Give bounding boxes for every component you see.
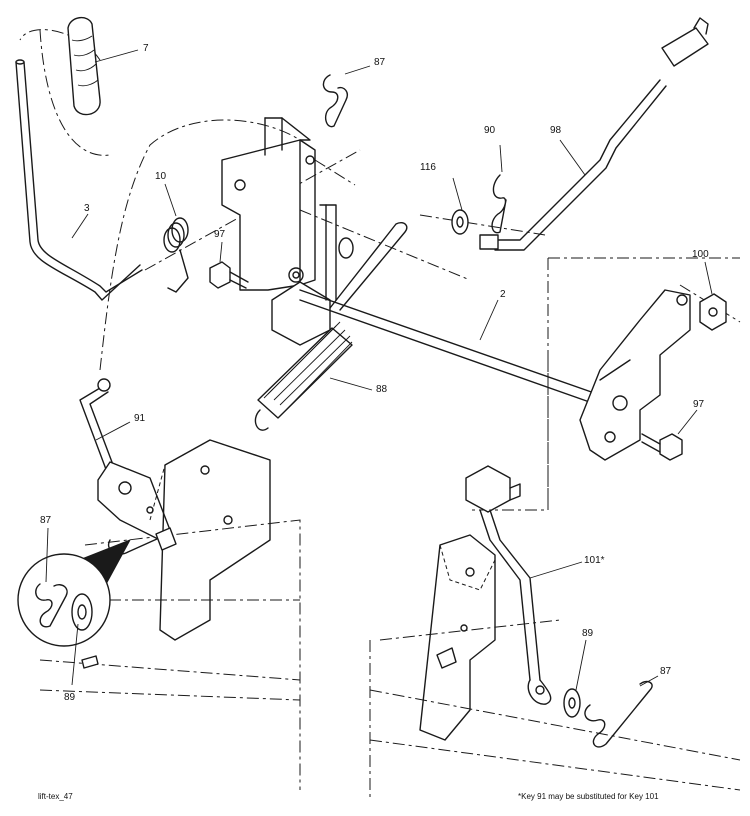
callout-10: 10 xyxy=(155,171,167,182)
callout-3: 3 xyxy=(84,203,90,214)
part-3-lift-lever xyxy=(15,59,143,301)
callout-116: 116 xyxy=(420,162,436,173)
callout-98: 98 xyxy=(550,125,562,136)
drawing-id: lift-tex_47 xyxy=(38,792,73,801)
callout-100: 100 xyxy=(692,249,709,260)
part-101-lift-link xyxy=(465,465,552,705)
part-100-hex-nut xyxy=(699,293,727,331)
substitution-note: *Key 91 may be substituted for Key 101 xyxy=(518,792,659,801)
callout-97-right: 97 xyxy=(693,399,705,410)
callout-89-right: 89 xyxy=(582,628,594,639)
part-90-hairpin-clip xyxy=(491,174,507,234)
part-87-hairpin-clip-right xyxy=(584,680,653,748)
leader-lines xyxy=(45,49,713,691)
callout-88: 88 xyxy=(376,384,388,395)
part-116-washer xyxy=(451,209,469,235)
main-pivot-bracket xyxy=(221,117,354,346)
detail-inset xyxy=(17,539,132,647)
part-89-washer-right xyxy=(563,688,581,718)
right-lift-bracket xyxy=(579,289,691,461)
part-98-lift-rod xyxy=(479,17,709,251)
callout-87-left: 87 xyxy=(40,515,52,526)
part-91-lift-link xyxy=(79,378,171,555)
part-97-bolt-right xyxy=(641,433,683,461)
callout-101: 101* xyxy=(584,555,605,566)
part-97-bolt-left xyxy=(209,261,249,289)
callout-97-left: 97 xyxy=(214,229,226,240)
left-deck-plate xyxy=(149,439,271,641)
callout-89-left: 89 xyxy=(64,692,76,703)
part-10-torsion-spring xyxy=(163,217,189,293)
callout-7: 7 xyxy=(143,43,149,54)
right-deck-plate xyxy=(419,534,496,741)
callout-90: 90 xyxy=(484,125,496,136)
part-88-extension-spring xyxy=(254,222,408,431)
callout-2: 2 xyxy=(500,289,506,300)
callout-87-top: 87 xyxy=(374,57,386,68)
part-7-handle-grip xyxy=(67,17,101,116)
callout-91: 91 xyxy=(134,413,146,424)
part-87-hairpin-clip-top xyxy=(322,74,348,128)
callout-87-right: 87 xyxy=(660,666,672,677)
small-pin-left xyxy=(81,655,99,669)
